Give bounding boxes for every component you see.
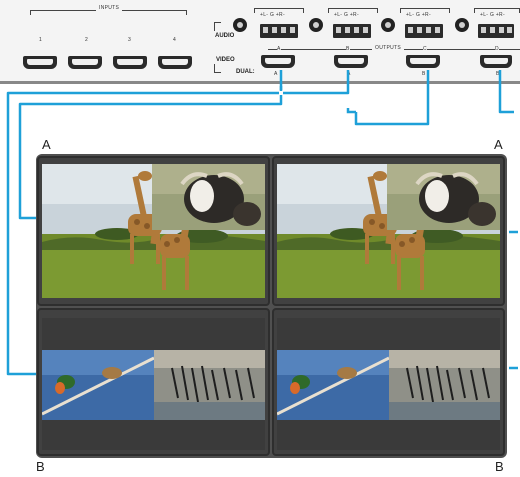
hdmi-input-port-2[interactable] [68,56,102,69]
output-b-bracket [328,8,378,13]
giraffes-image [42,164,265,298]
dual-letter-c: B [422,71,426,77]
output-letter-d: D [495,46,499,52]
dual-letter-d: B [496,71,500,77]
audio-jack-c[interactable] [381,18,395,32]
output-letter-a: A [277,46,281,52]
hdmi-output-port-c[interactable] [406,55,440,68]
hdmi-output-port-a[interactable] [261,55,295,68]
audio-label: AUDIO [215,33,235,39]
video-label: VIDEO [216,57,235,63]
audio-bracket [214,22,221,31]
display-bottom-left [37,308,270,456]
hdmi-input-port-3[interactable] [113,56,147,69]
bird-zebra-image [277,318,500,450]
terminal-pins-a: +L- G +R- [260,12,285,18]
outputs-header: OUTPUTS [372,45,404,51]
display-top-right [272,156,505,306]
label-top-left: A [42,137,51,152]
display-top-left [37,156,270,306]
label-bottom-left: B [36,459,45,474]
hdmi-input-port-4[interactable] [158,56,192,69]
cable-output-d [498,70,514,114]
output-a-bracket [254,8,304,13]
screen-bottom-left [42,318,265,450]
terminal-pins-b: +L- G +R- [334,12,359,18]
input-number-3: 3 [128,37,132,43]
audio-jack-a[interactable] [233,18,247,32]
output-letter-b: B [346,46,350,52]
dual-letter-a: A [274,71,278,77]
label-top-right: A [494,137,503,152]
audio-terminal-b[interactable] [333,24,371,38]
giraffes-image [277,164,500,298]
bird-zebra-image [42,318,265,450]
hdmi-output-port-b[interactable] [334,55,368,68]
hdmi-input-port-1[interactable] [23,56,57,69]
output-letter-c: C [423,46,427,52]
audio-terminal-c[interactable] [405,24,443,38]
video-bracket [214,64,221,73]
input-number-1: 1 [39,37,43,43]
audio-terminal-a[interactable] [260,24,298,38]
terminal-pins-d: +L- G +R- [480,12,505,18]
device-rear-panel [0,0,520,84]
screen-top-left [42,164,265,298]
input-number-4: 4 [173,37,177,43]
cable-output-b [6,70,350,376]
cable-output-b-segment [346,108,356,114]
label-bottom-right: B [495,459,504,474]
audio-terminal-d[interactable] [478,24,514,38]
dual-label: DUAL: [236,69,255,75]
screen-top-right [277,164,500,298]
input-number-2: 2 [85,37,89,43]
audio-jack-b[interactable] [309,18,323,32]
audio-jack-d[interactable] [455,18,469,32]
display-bottom-right [272,308,505,456]
cable-output-c [354,70,430,126]
output-c-bracket [400,8,450,13]
inputs-header: INPUTS [96,5,123,11]
terminal-pins-c: +L- G +R- [406,12,431,18]
screen-bottom-right [277,318,500,450]
hdmi-output-port-d[interactable] [480,55,512,68]
